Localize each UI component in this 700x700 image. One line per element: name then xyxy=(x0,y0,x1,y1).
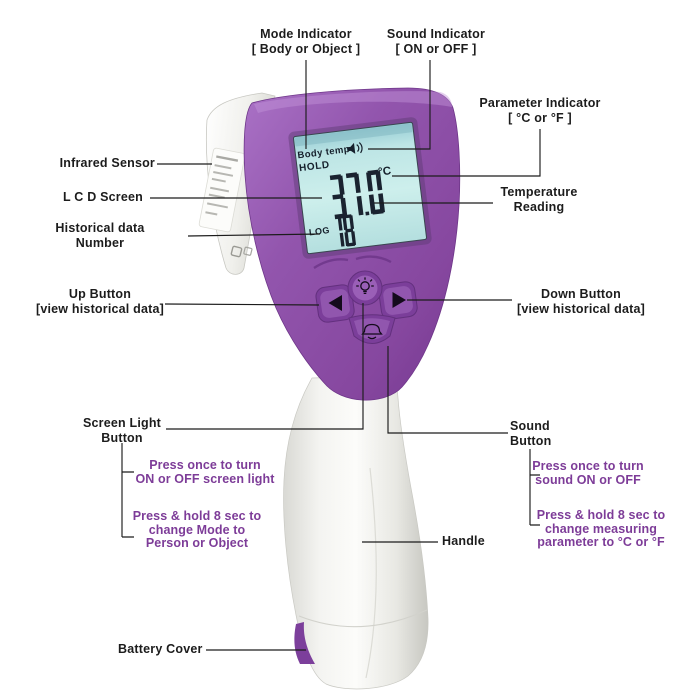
label-up-button: Up Button [view historical data] xyxy=(35,287,165,316)
note-screen-light-press: Press once to turn ON or OFF screen ligh… xyxy=(135,458,275,486)
bracket-sound xyxy=(529,449,540,526)
line-up-button xyxy=(164,303,320,306)
screen-light-button[interactable] xyxy=(347,270,383,306)
label-handle: Handle xyxy=(442,534,485,548)
line-parameter-indicator xyxy=(392,129,541,177)
label-sticker xyxy=(198,147,246,233)
battery-cover-seam xyxy=(298,609,428,628)
label-temperature-reading: Temperature Reading xyxy=(500,185,578,214)
note-screen-light-hold: Press & hold 8 sec to change Mode to Per… xyxy=(132,509,262,550)
label-historical-data: Historical data Number xyxy=(55,221,145,250)
battery-cover xyxy=(294,622,315,664)
lcd-temperature-digits xyxy=(329,169,386,220)
bracket-screen-light xyxy=(121,443,134,538)
right-arrow-icon xyxy=(392,292,406,308)
label-sound-indicator: Sound Indicator [ ON or OFF ] xyxy=(386,27,486,56)
left-arrow-icon xyxy=(328,295,342,311)
certification-marks xyxy=(230,245,253,258)
label-screen-light-button: Screen Light Button xyxy=(82,416,162,445)
lcd-log-digits xyxy=(337,214,357,247)
connector-lines xyxy=(121,60,541,651)
label-down-button: Down Button [view historical data] xyxy=(516,287,646,316)
speaker-icon xyxy=(346,142,363,154)
note-sound-hold: Press & hold 8 sec to change measuring p… xyxy=(536,508,666,549)
line-screen-light-button xyxy=(166,303,364,430)
lcd-unit-text: °C xyxy=(378,165,392,178)
button-cluster xyxy=(313,255,418,345)
label-battery-cover: Battery Cover xyxy=(118,642,203,656)
label-sound-button: Sound Button xyxy=(510,419,552,448)
line-sound-button xyxy=(387,346,508,434)
label-parameter-indicator: Parameter Indicator [ °C or °F ] xyxy=(479,96,601,125)
line-historical-data xyxy=(187,233,321,237)
note-sound-press: Press once to turn sound ON or OFF xyxy=(532,459,644,487)
handle xyxy=(283,375,429,690)
bulb-icon xyxy=(356,277,374,295)
label-infrared-sensor: Infrared Sensor xyxy=(59,156,155,170)
line-sound-indicator xyxy=(368,60,431,150)
label-lcd-screen: L C D Screen xyxy=(63,190,143,204)
lcd-hold-text: HOLD xyxy=(299,160,331,175)
label-mode-indicator: Mode Indicator [ Body or Object ] xyxy=(251,27,361,56)
bell-icon xyxy=(361,323,383,340)
